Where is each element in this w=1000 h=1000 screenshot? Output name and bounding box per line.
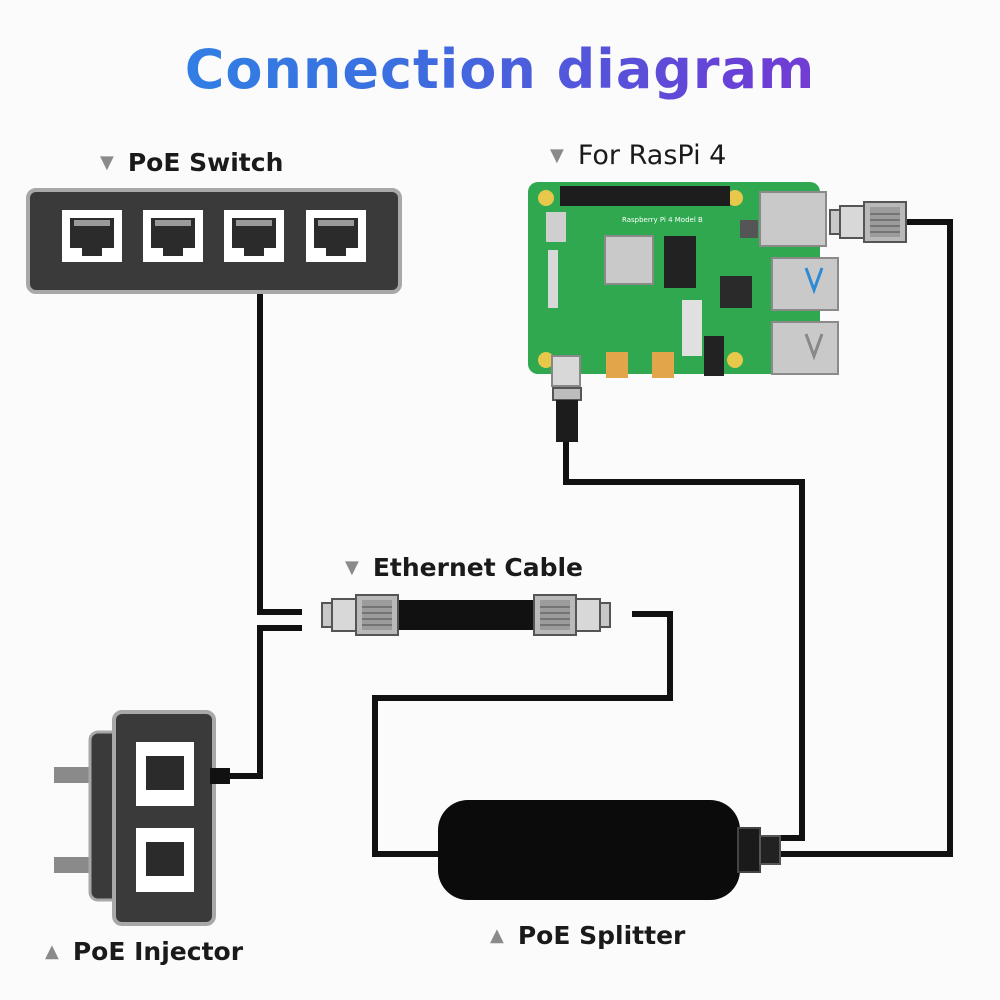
ethernet-cable-label: ▼ Ethernet Cable bbox=[345, 553, 583, 582]
micro-hdmi-port-2 bbox=[652, 352, 674, 378]
poe-switch-label: ▼ PoE Switch bbox=[100, 148, 283, 177]
switch-port-2 bbox=[143, 210, 203, 262]
raspberry-pi-board: Raspberry Pi 4 Model B bbox=[528, 182, 839, 442]
cable-plug-right bbox=[533, 594, 611, 636]
switch-port-1 bbox=[62, 210, 122, 262]
raspi-label-text: For RasPi 4 bbox=[577, 140, 727, 171]
wire-switch-to-cable bbox=[257, 292, 302, 615]
switch-port-4 bbox=[306, 210, 366, 262]
raspi-label: ▼ For RasPi 4 bbox=[550, 140, 726, 171]
wire-cable-to-splitter bbox=[372, 611, 673, 857]
poe-switch-label-text: PoE Switch bbox=[127, 148, 284, 177]
up-triangle-icon: ▲ bbox=[45, 941, 59, 962]
up-triangle-icon: ▲ bbox=[490, 925, 504, 946]
wires bbox=[230, 219, 953, 857]
raspi-ethernet-port bbox=[759, 191, 827, 247]
poe-splitter-label-text: PoE Splitter bbox=[517, 921, 686, 950]
down-triangle-icon: ▼ bbox=[100, 152, 114, 173]
usb-c-plug bbox=[556, 400, 578, 442]
down-triangle-icon: ▼ bbox=[345, 557, 359, 578]
raspi-usb3-port bbox=[771, 257, 839, 311]
poe-splitter-label: ▲ PoE Splitter bbox=[490, 921, 685, 950]
usb-c-port bbox=[551, 355, 581, 387]
diagram-title: Connection diagram bbox=[0, 38, 1000, 101]
wire-splitter-to-raspi-ethernet bbox=[780, 219, 953, 857]
raspi-usb2-port bbox=[771, 321, 839, 375]
ethernet-cable bbox=[321, 594, 611, 636]
ethernet-cable-label-text: Ethernet Cable bbox=[372, 553, 583, 582]
poe-injector bbox=[54, 710, 230, 926]
poe-switch bbox=[26, 188, 402, 294]
poe-splitter bbox=[438, 800, 781, 900]
raspi-ethernet-plug bbox=[829, 201, 907, 243]
audio-jack bbox=[704, 336, 724, 376]
switch-port-3 bbox=[224, 210, 284, 262]
wire-usbc-to-splitter bbox=[563, 440, 805, 841]
poe-injector-label: ▲ PoE Injector bbox=[45, 937, 243, 966]
poe-injector-label-text: PoE Injector bbox=[72, 937, 244, 966]
down-triangle-icon: ▼ bbox=[550, 145, 564, 166]
board-model-text: Raspberry Pi 4 Model B bbox=[622, 216, 703, 224]
micro-hdmi-port-1 bbox=[606, 352, 628, 378]
wire-cable-to-injector bbox=[230, 625, 302, 779]
